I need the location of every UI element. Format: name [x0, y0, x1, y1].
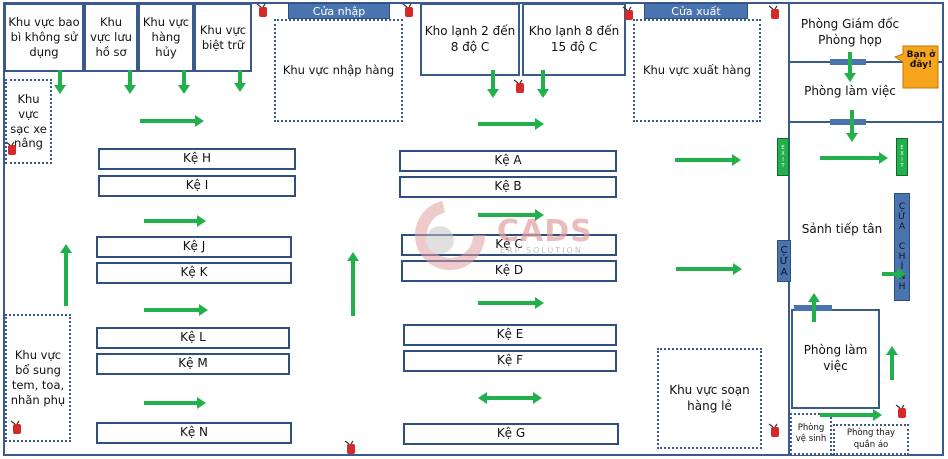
office-door-2 — [830, 119, 866, 125]
fire-extinguisher-icon — [622, 6, 633, 20]
flow-arrow-13 — [537, 70, 549, 98]
flow-arrow-11 — [347, 252, 359, 316]
flow-arrow-7 — [144, 304, 208, 316]
exit-sign-2: EXIT — [896, 138, 908, 176]
shelf-l: Kệ L — [96, 327, 290, 349]
fire-extinguisher-icon — [256, 3, 267, 17]
flow-arrow-8 — [144, 397, 206, 409]
flow-arrow-double-right — [510, 392, 542, 404]
fire-extinguisher-icon — [344, 440, 355, 454]
flow-arrow-1 — [54, 70, 66, 94]
flow-arrow-21 — [820, 152, 888, 164]
flow-arrow-18 — [676, 263, 742, 275]
flow-arrow-12 — [487, 70, 499, 98]
flow-arrow-3 — [178, 70, 190, 94]
shelf-g: Kệ G — [403, 423, 619, 445]
flow-arrow-double-left — [478, 392, 510, 404]
flow-arrow-23 — [808, 293, 820, 322]
flow-arrow-6 — [144, 215, 206, 227]
shelf-e: Kệ E — [403, 324, 617, 346]
flow-arrow-14 — [478, 118, 544, 130]
flow-arrow-4 — [234, 70, 246, 92]
fire-extinguisher-icon — [513, 79, 524, 93]
flow-arrow-15 — [478, 209, 544, 221]
flow-arrow-5 — [140, 115, 204, 127]
fire-extinguisher-icon — [10, 420, 21, 434]
shelf-b: Kệ B — [399, 176, 617, 198]
zone-biet-tru: Khu vực biệt trữ — [194, 3, 252, 72]
room-sanh-tiep-tan: Sảnh tiếp tân — [801, 222, 883, 237]
fire-extinguisher-icon — [768, 423, 779, 437]
flow-arrow-17 — [675, 154, 741, 166]
room-lam-viec-bottom: Phòng làm việc — [791, 309, 880, 409]
room-ve-sinh: Phòng vệ sinh — [790, 413, 832, 455]
zone-luu-ho-so: Khu vực lưu hồ sơ — [84, 3, 138, 72]
you-are-here-callout: Bạn ở đây! — [906, 50, 936, 71]
flow-arrow-22 — [882, 268, 906, 280]
shelf-j: Kệ J — [96, 236, 292, 258]
flow-arrow-19 — [844, 52, 856, 82]
door-side: CỬA — [777, 240, 791, 282]
room-lam-viec-top: Phòng làm việc — [804, 84, 896, 99]
zone-nhap-hang: Khu vực nhập hàng — [274, 19, 403, 122]
flow-arrow-20 — [846, 110, 858, 142]
zone-kho-lanh-8-15: Kho lạnh 8 đến 15 độ C — [522, 3, 626, 76]
flow-arrow-10 — [60, 244, 72, 306]
flow-arrow-25 — [820, 409, 882, 421]
zone-bo-sung-tem: Khu vực bổ sung tem, toa, nhãn phụ — [5, 314, 71, 442]
shelf-n: Kệ N — [96, 422, 292, 444]
door-nhap: Cửa nhập — [288, 3, 390, 19]
flow-arrow-2 — [124, 70, 136, 94]
room-thay-quan-ao: Phòng thay quần áo — [833, 424, 909, 455]
shelf-a: Kệ A — [399, 150, 617, 172]
flow-arrow-24 — [886, 346, 898, 380]
shelf-m: Kệ M — [96, 353, 290, 375]
shelf-i: Kệ I — [98, 175, 296, 197]
room-giam-doc: Phòng Giám đốc Phòng họp — [800, 17, 900, 47]
shelf-h: Kệ H — [98, 148, 296, 170]
exit-sign-1: EXIT — [777, 138, 789, 176]
zone-kho-lanh-2-8: Kho lạnh 2 đến 8 độ C — [420, 3, 520, 76]
flow-arrow-16 — [478, 297, 544, 309]
zone-xuat-hang: Khu vực xuất hàng — [633, 19, 761, 122]
zone-hang-huy: Khu vực hàng hủy — [138, 3, 194, 72]
fire-extinguisher-icon — [895, 404, 906, 418]
shelf-f: Kệ F — [403, 350, 617, 372]
fire-extinguisher-icon — [402, 3, 413, 17]
zone-bao-bi: Khu vực bao bì không sử dụng — [4, 3, 84, 72]
shelf-k: Kệ K — [96, 262, 292, 284]
zone-soan-hang-le: Khu vực soạn hàng lẻ — [657, 348, 762, 449]
fire-extinguisher-icon — [5, 141, 16, 155]
door-xuat: Cửa xuất — [644, 3, 748, 19]
fire-extinguisher-icon — [768, 5, 779, 19]
